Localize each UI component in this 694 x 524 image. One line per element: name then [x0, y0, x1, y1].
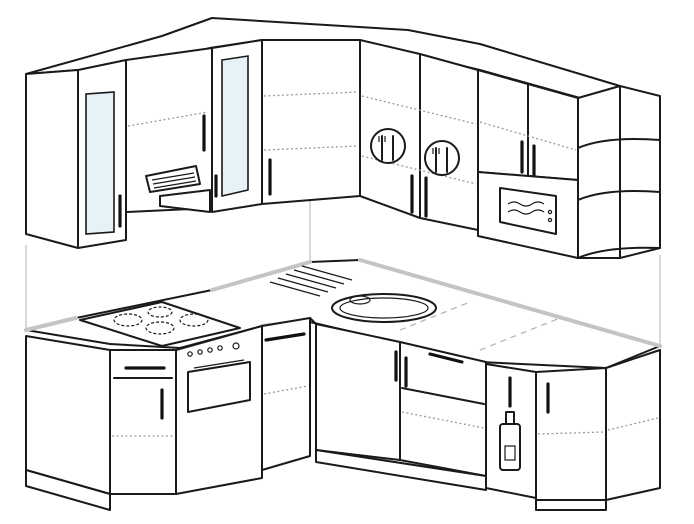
bottle-icon — [499, 411, 521, 471]
upper-left-side — [25, 69, 79, 249]
hood-base — [159, 189, 211, 213]
microwave-icon — [499, 187, 557, 235]
base-sink-cabinet — [315, 323, 401, 461]
base-right-plinth — [535, 499, 607, 511]
fork-knife-emblem-icon — [370, 128, 406, 164]
glass-panel-1 — [85, 91, 115, 235]
glass-panel-2 — [221, 55, 249, 198]
hob-burner-icon — [113, 306, 209, 335]
oven-window — [187, 361, 251, 413]
upper-corner-cabinet — [261, 39, 361, 205]
range-hood-icon — [145, 165, 201, 193]
base-drawer-cabinet — [399, 341, 487, 477]
cooktop — [79, 301, 241, 347]
base-left-front — [109, 349, 177, 495]
fork-knife-emblem-icon — [424, 140, 460, 176]
sink-icon — [331, 293, 437, 323]
upper-cabinets — [25, 17, 661, 259]
base-left-side — [25, 335, 111, 495]
drainboard-grooves — [269, 265, 353, 297]
base-middle-cabinet — [261, 317, 311, 471]
base-left-plinth — [25, 469, 111, 511]
base-right-end — [605, 349, 661, 501]
base-center-plinth — [315, 449, 487, 491]
lower-cabinets — [24, 258, 662, 511]
oven-knobs — [187, 342, 240, 357]
